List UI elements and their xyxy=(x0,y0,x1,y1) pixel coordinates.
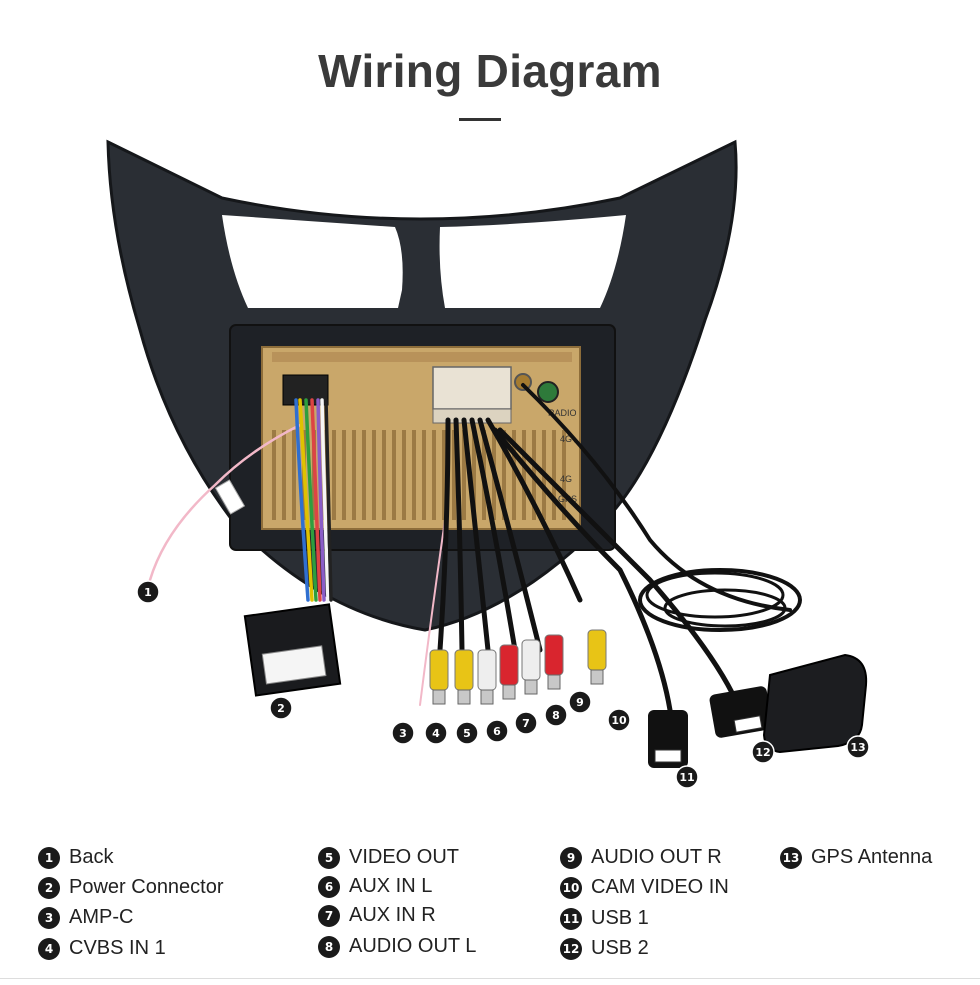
frame-window-right xyxy=(439,215,626,308)
radio-label: RADIO xyxy=(548,408,577,418)
legend-item: 6 AUX IN L xyxy=(318,875,432,898)
rca-plug xyxy=(429,649,449,705)
legend-label: CAM VIDEO IN xyxy=(591,876,729,898)
marker-circle xyxy=(751,740,775,764)
marker-circle xyxy=(455,721,479,745)
marker-number: 5 xyxy=(463,727,471,740)
gps-cable-coil xyxy=(638,568,802,632)
legend-label: AUDIO OUT L xyxy=(349,935,477,957)
marker-circle xyxy=(269,696,293,720)
legend-number-badge: 8 xyxy=(318,935,340,958)
marker-circle xyxy=(544,703,568,727)
legend-label: CVBS IN 1 xyxy=(69,937,166,959)
legend-number-badge: 3 xyxy=(38,906,60,929)
rca-plug xyxy=(544,634,564,690)
4g-top-label: 4G↑ xyxy=(560,434,577,444)
legend-item: 11 USB 1 xyxy=(560,907,649,930)
wiring-diagram: RADIO 4G↑ 4G GPS xyxy=(106,139,870,789)
legend-label: AUX IN L xyxy=(349,875,433,897)
legend-item: 5 VIDEO OUT xyxy=(318,846,459,869)
legend-label: AUX IN R xyxy=(349,904,436,926)
legend-number-badge: 12 xyxy=(560,937,582,960)
marker-number: 1 xyxy=(144,586,152,599)
power-connector xyxy=(243,603,342,697)
marker-number: 11 xyxy=(679,771,694,784)
legend-item: 1 Back xyxy=(38,846,113,869)
legend-label: GPS Antenna xyxy=(811,846,933,868)
radio-antenna-port xyxy=(514,373,532,391)
marker-circle xyxy=(568,690,592,714)
marker-number: 3 xyxy=(399,727,407,740)
marker-number: 2 xyxy=(277,702,285,715)
marker-circle xyxy=(485,719,509,743)
rca-plugs xyxy=(429,629,607,705)
legend-number-badge: 1 xyxy=(38,846,60,869)
legend-item: 4 CVBS IN 1 xyxy=(38,937,166,960)
legend-label: Back xyxy=(69,846,114,868)
page-title: Wiring Diagram xyxy=(318,45,662,97)
gps-port xyxy=(537,381,559,403)
head-unit-vents-top xyxy=(272,352,572,362)
legend-label: VIDEO OUT xyxy=(349,846,460,868)
rca-plug xyxy=(521,639,541,695)
legend-item: 7 AUX IN R xyxy=(318,904,436,927)
legend-label: USB 2 xyxy=(591,937,649,959)
legend-number-badge: 2 xyxy=(38,876,60,899)
legend-item: 3 AMP-C xyxy=(38,906,133,929)
frame-window-left xyxy=(222,215,403,308)
marker-number: 4 xyxy=(432,727,440,740)
marker-number: 13 xyxy=(850,741,865,754)
legend-number-badge: 10 xyxy=(560,876,582,899)
marker-circle xyxy=(391,721,415,745)
marker-circle xyxy=(607,708,631,732)
marker-number: 8 xyxy=(552,709,560,722)
rca-plug xyxy=(477,649,497,705)
back-wire-tag xyxy=(214,479,246,515)
rca-plug xyxy=(499,644,519,700)
legend-number-badge: 6 xyxy=(318,875,340,898)
legend-label: AMP-C xyxy=(69,906,134,928)
usb-connector-1 xyxy=(648,710,688,768)
marker-circle xyxy=(675,765,699,789)
back-wire xyxy=(148,423,302,582)
legend-item: 8 AUDIO OUT L xyxy=(318,935,476,958)
legend-number-badge: 11 xyxy=(560,907,582,930)
marker-circle xyxy=(846,735,870,759)
marker-number: 6 xyxy=(493,725,501,738)
connector-block xyxy=(432,366,512,410)
legend-item: 10 CAM VIDEO IN xyxy=(560,876,729,899)
rca-plug xyxy=(587,629,607,685)
marker-circle xyxy=(424,721,448,745)
marker-number: 12 xyxy=(755,746,770,759)
legend-item: 2 Power Connector xyxy=(38,876,224,899)
bottom-divider xyxy=(0,978,980,979)
usb-connector-2 xyxy=(709,686,773,738)
legend-number-badge: 5 xyxy=(318,846,340,869)
marker-number: 7 xyxy=(522,717,530,730)
legend-item: 12 USB 2 xyxy=(560,937,649,960)
4g-label: 4G xyxy=(560,474,572,484)
legend-label: AUDIO OUT R xyxy=(591,846,722,868)
title-underline xyxy=(459,118,501,121)
marker-circle xyxy=(136,580,160,604)
marker-circle xyxy=(514,711,538,735)
marker-number: 10 xyxy=(611,714,627,727)
legend-label: Power Connector xyxy=(69,876,224,898)
legend-number-badge: 9 xyxy=(560,846,582,869)
marker-number: 9 xyxy=(576,696,584,709)
legend-number-badge: 4 xyxy=(38,937,60,960)
amp-wire xyxy=(419,519,446,706)
legend-item: 9 AUDIO OUT R xyxy=(560,846,722,869)
legend-number-badge: 13 xyxy=(780,846,802,869)
legend-item: 13 GPS Antenna xyxy=(780,846,932,869)
legend-number-badge: 7 xyxy=(318,904,340,927)
gps-antenna xyxy=(762,653,868,754)
rca-plug xyxy=(454,649,474,705)
legend-label: USB 1 xyxy=(591,907,649,929)
